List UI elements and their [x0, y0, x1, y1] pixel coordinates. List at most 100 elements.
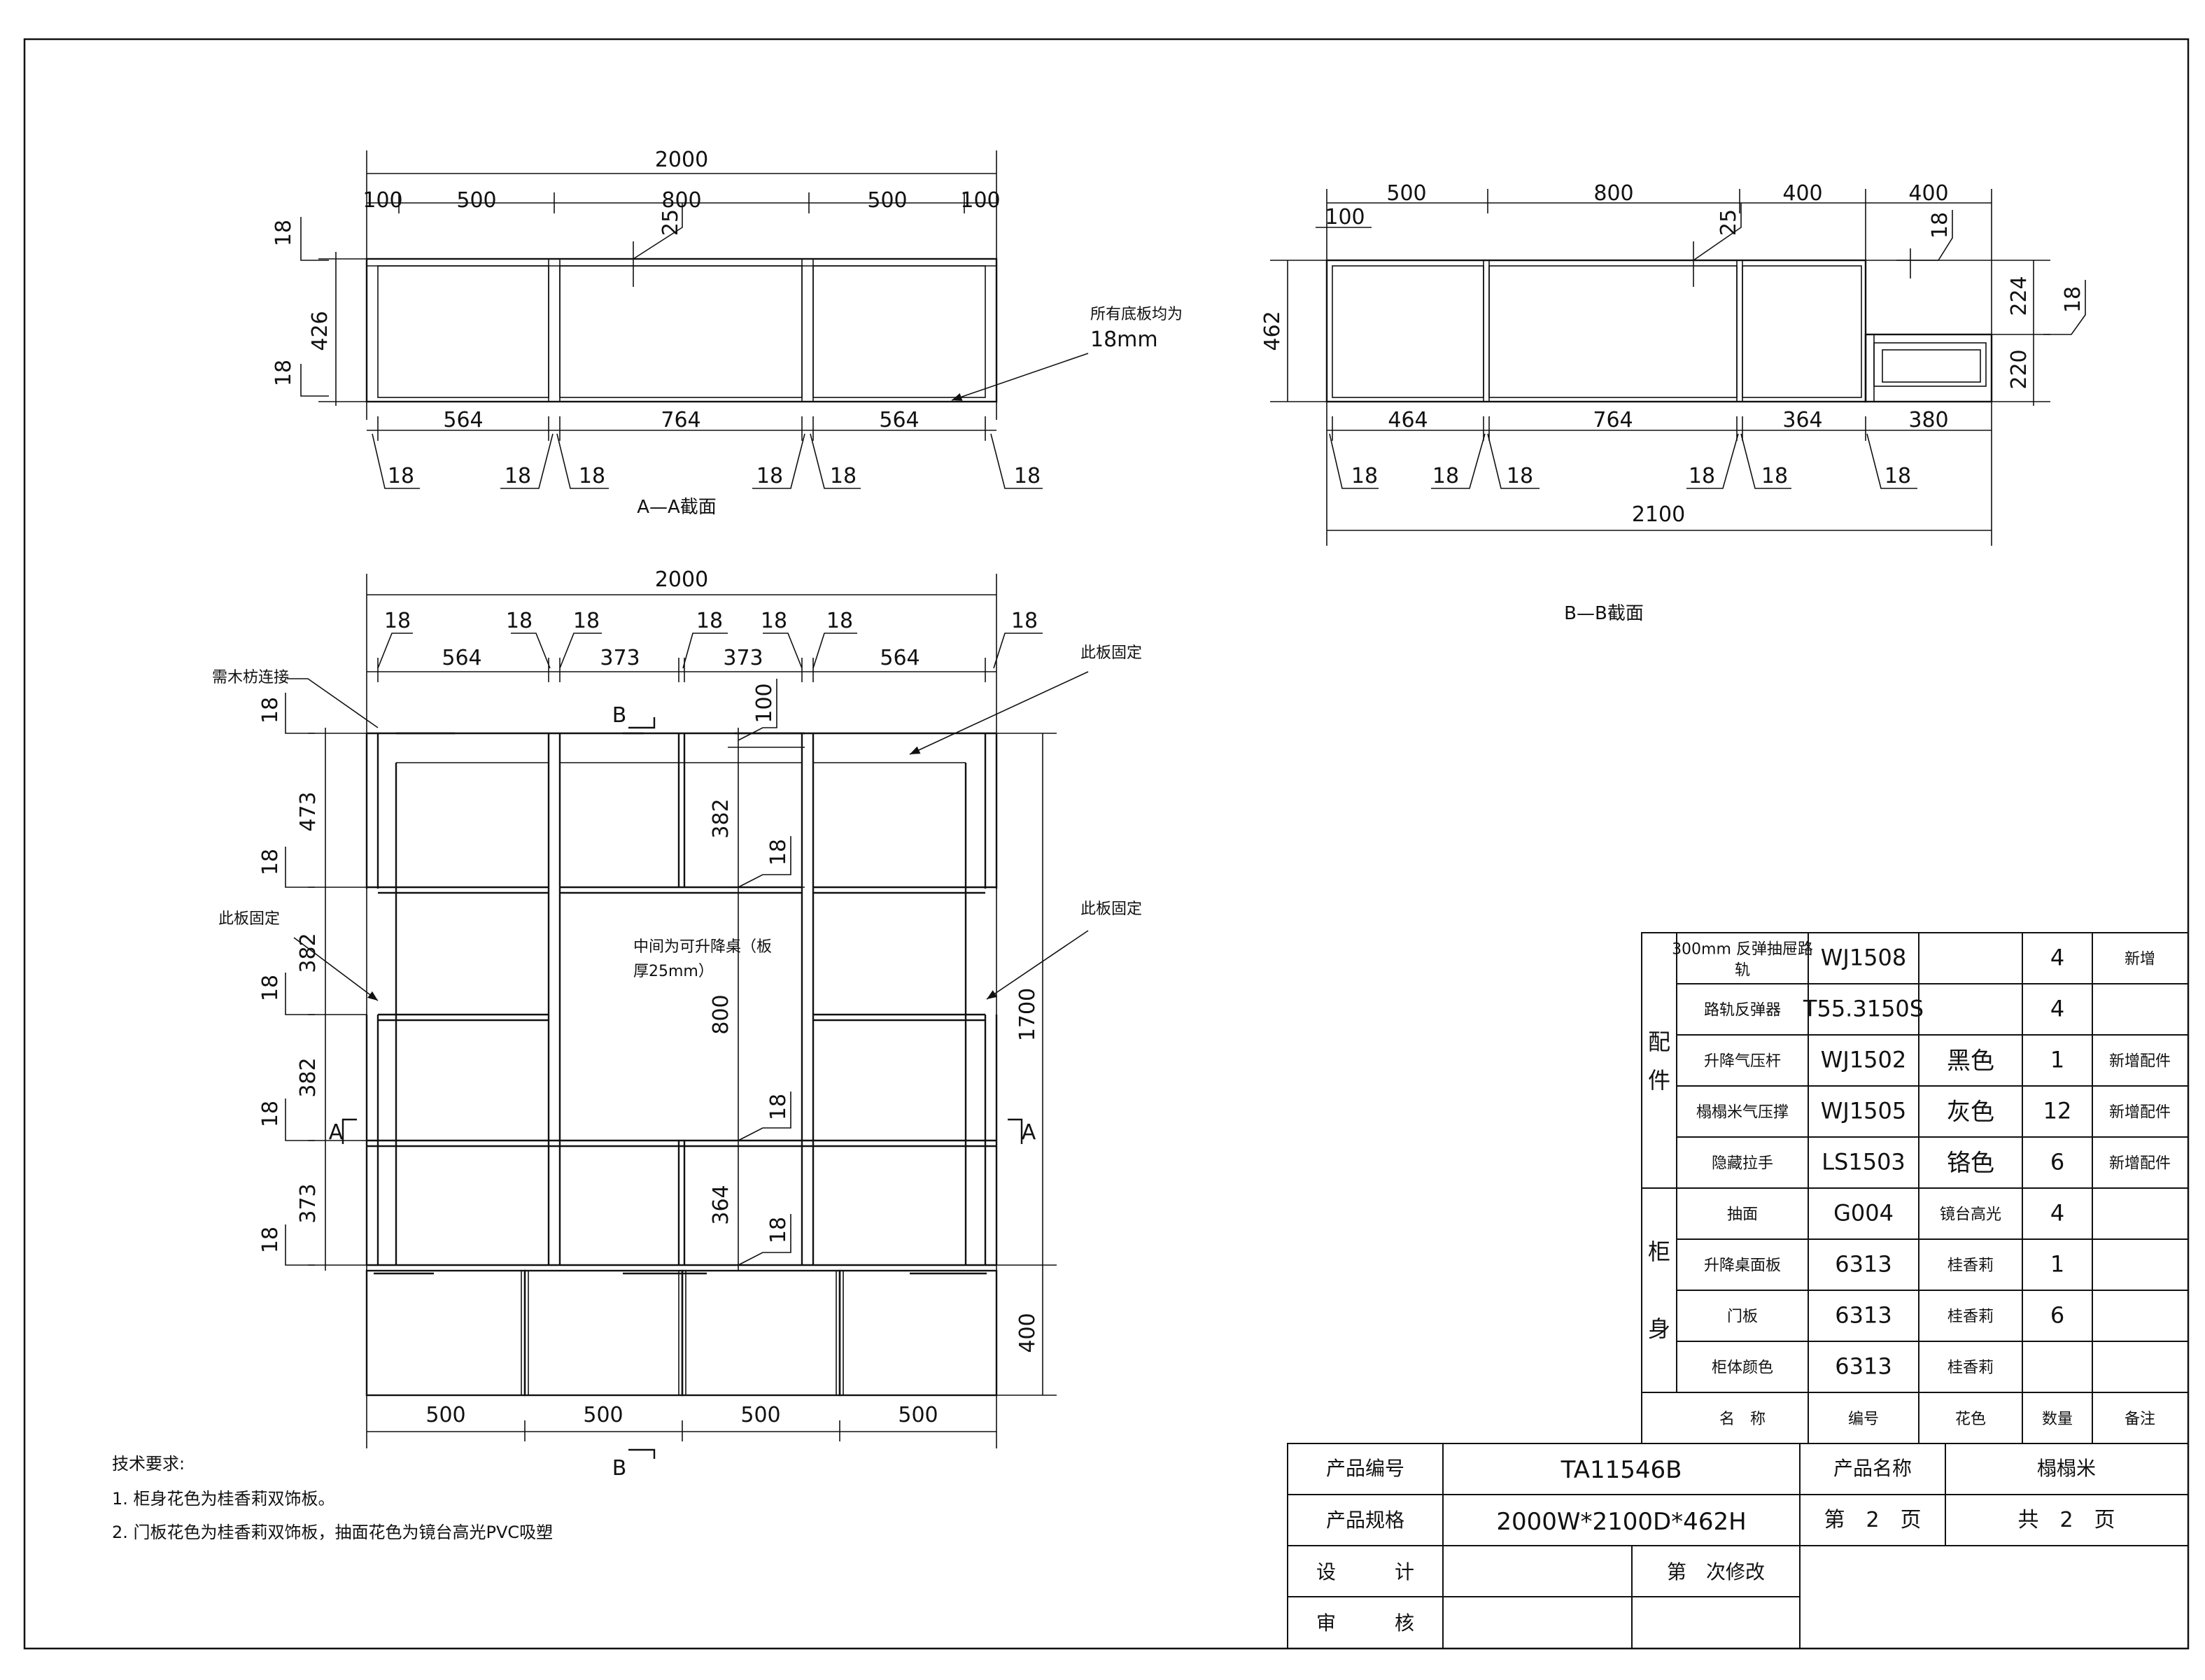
aa-dim-18-1: 18: [388, 464, 414, 488]
tb-revision-label: 第 次修改: [1667, 1560, 1765, 1583]
front-drawer-3: [681, 1269, 841, 1397]
bb-dim-224: 224: [2007, 276, 2031, 316]
front-dim-500-2: 500: [583, 1403, 623, 1427]
bom-item-code: 6313: [1835, 1251, 1891, 1278]
aa-dim-426: 426: [308, 311, 332, 351]
bb-dim-18-top: 18: [1928, 212, 1952, 239]
aa-caption: A—A截面: [637, 497, 717, 518]
bb-dim-18-6: 18: [1885, 464, 1911, 488]
bb-drawer: [1864, 333, 1993, 403]
front-dim-473: 473: [296, 791, 320, 831]
front-label-fixed-left: 此板固定: [218, 910, 280, 928]
bb-dim-18-5: 18: [1761, 464, 1788, 488]
section-aa-view: 2000 100 500 800 500 100 25 18 426 18 所有…: [272, 148, 1183, 518]
bom-item-qty: 4: [2050, 1200, 2064, 1227]
aa-dim-564-right: 564: [879, 408, 919, 432]
title-block: 产品编号 TA11546B 产品名称 榻榻米 产品规格 2000W*2100D*…: [1287, 1443, 2189, 1649]
front-section-b-bottom: B: [612, 1456, 627, 1481]
front-label-fixed-top: 此板固定: [1080, 644, 1142, 662]
aa-dim-18-2: 18: [505, 464, 531, 488]
bb-dim-100: 100: [1325, 205, 1365, 230]
front-dim-382-center: 382: [709, 798, 733, 838]
bb-caption: B—B截面: [1564, 603, 1644, 624]
bom-item-note: 新增配件: [2109, 1104, 2171, 1122]
aa-note-line1: 所有底板均为: [1090, 306, 1183, 323]
bb-dim-464: 464: [1388, 408, 1428, 432]
front-dim-500-1: 500: [425, 1403, 465, 1427]
bb-dim-18-4: 18: [1689, 464, 1715, 488]
tech-line-2: 2. 门板花色为桂香莉双饰板，抽面花色为镜台高光PVC吸塑: [112, 1523, 553, 1542]
bom-item-name: 路轨反弹器: [1704, 1002, 1781, 1019]
tech-line-1: 1. 柜身花色为桂香莉双饰板。: [112, 1489, 335, 1509]
aa-dim-18-6: 18: [1014, 464, 1041, 488]
bom-item-code: WJ1508: [1821, 945, 1907, 971]
bom-item-color: 黑色: [1947, 1047, 1994, 1075]
bb-dim-380: 380: [1908, 408, 1948, 432]
front-section-b-top: B: [612, 703, 627, 728]
front-section-a-right: A: [1022, 1120, 1036, 1145]
front-dim-564-right: 564: [880, 646, 920, 670]
front-label-joint: 需木枋连接: [212, 669, 289, 686]
front-dim-18-5: 18: [761, 609, 787, 633]
bom-header-qty: 数量: [2042, 1411, 2073, 1428]
tb-design-label: 设 计: [1316, 1560, 1414, 1583]
bom-item-code: WJ1505: [1821, 1098, 1907, 1124]
aa-dim-564-left: 564: [443, 408, 483, 432]
aa-dim-25: 25: [658, 209, 683, 236]
bom-item-name: 抽面: [1727, 1206, 1758, 1224]
bom-item-name: 门板: [1727, 1308, 1758, 1326]
aa-dim-18-3: 18: [579, 464, 605, 488]
bom-item-code: T55.3150S: [1803, 996, 1924, 1022]
bb-dim-462: 462: [1260, 311, 1285, 351]
bom-item-qty: 6: [2050, 1149, 2064, 1176]
front-dim-18-l3: 18: [258, 975, 283, 1001]
bom-group-parts-1: 配: [1648, 1029, 1670, 1055]
bom-item-name: 柜体颜色: [1712, 1360, 1773, 1377]
bb-dim-18-1: 18: [1351, 464, 1378, 488]
aa-note-line2: 18mm: [1090, 327, 1158, 352]
bom-item-qty: 4: [2050, 945, 2064, 971]
aa-dim-18-5: 18: [830, 464, 857, 488]
bb-dim-18-2: 18: [1432, 464, 1459, 488]
aa-dim-100-right: 100: [960, 188, 1000, 213]
bb-dim-18-3: 18: [1507, 464, 1533, 488]
front-label-fixed-right: 此板固定: [1080, 901, 1142, 918]
drawing-border: [23, 38, 2190, 1650]
front-dim-400: 400: [1015, 1313, 1040, 1353]
bom-item-qty: 4: [2050, 996, 2064, 1022]
bom-item-code: WJ1502: [1821, 1047, 1907, 1073]
bom-item-qty: 1: [2050, 1251, 2064, 1278]
front-dim-18-3: 18: [573, 609, 600, 633]
aa-carcass: [365, 257, 998, 403]
tb-total-pages: 共 2 页: [2017, 1508, 2115, 1532]
bom-item-color: 桂香莉: [1947, 1308, 1994, 1326]
front-dim-18-c3: 18: [766, 1217, 791, 1243]
front-dim-18-l4: 18: [258, 1101, 283, 1127]
bom-item-color: 铬色: [1947, 1150, 1994, 1178]
bb-carcass: [1325, 259, 1867, 403]
aa-dim-2000: 2000: [655, 148, 708, 172]
front-dim-18-l1: 18: [258, 697, 283, 723]
tb-spec-label: 产品规格: [1326, 1509, 1404, 1532]
bom-header-note: 备注: [2125, 1411, 2155, 1428]
front-dim-18-l5: 18: [258, 1227, 283, 1253]
front-dim-18-7: 18: [1011, 609, 1038, 633]
bb-dim-764: 764: [1593, 408, 1633, 432]
bb-dim-800: 800: [1593, 181, 1633, 206]
bom-item-qty: 6: [2050, 1302, 2064, 1329]
front-dim-373-left: 373: [600, 646, 640, 670]
bom-item-note: 新增配件: [2109, 1155, 2171, 1173]
aa-dim-800: 800: [661, 188, 701, 213]
front-dim-18-4: 18: [696, 609, 723, 633]
bom-item-code: 6313: [1835, 1302, 1891, 1329]
front-dim-18-l2: 18: [258, 849, 283, 875]
section-bb-view: 500 800 400 400 100 25 18 462 224 18 220: [1260, 181, 2086, 624]
bom-group-body-2: 身: [1648, 1315, 1670, 1342]
bom-item-qty: 12: [2043, 1098, 2072, 1124]
front-dim-364: 364: [709, 1185, 733, 1224]
front-label-center-1: 中间为可升降桌（板: [633, 938, 772, 956]
bb-dim-400-left: 400: [1782, 181, 1822, 206]
front-dim-18-c1: 18: [766, 839, 791, 866]
front-dim-18-2: 18: [506, 609, 533, 633]
